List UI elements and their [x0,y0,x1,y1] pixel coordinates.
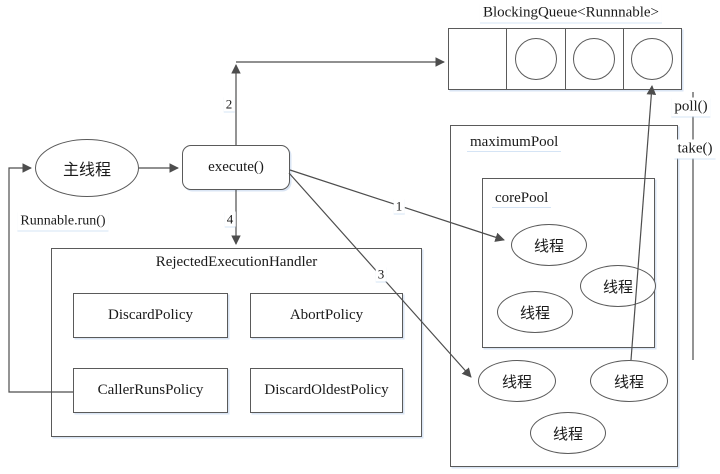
core-thread-ellipse: 线程 [511,224,587,266]
thread-label: 线程 [501,374,532,391]
edge-label-4: 4 [224,211,236,227]
extra-thread-ellipse: 线程 [530,412,606,454]
queue-cell [566,29,624,89]
thread-label: 线程 [519,305,550,322]
thread-label: 线程 [533,238,564,255]
abort-policy-box: AbortPolicy [250,293,403,338]
caller-runs-policy-box: CallerRunsPolicy [73,368,228,413]
main-thread-ellipse: 主线程 [35,139,139,197]
thread-label: 线程 [613,374,644,391]
maximum-pool-label: maximumPool [467,134,562,151]
discard-oldest-policy-box: DiscardOldestPolicy [250,368,403,413]
thread-label: 线程 [602,279,633,296]
core-pool-label: corePool [492,190,552,207]
runnable-run-label: Runnable.run() [17,211,109,231]
queue-task-circle [631,38,674,80]
discard-oldest-policy-label: DiscardOldestPolicy [264,382,389,398]
edge-label-3: 3 [375,266,387,282]
caller-runs-policy-label: CallerRunsPolicy [97,382,204,398]
execute-node: execute() [182,145,290,190]
poll-label: poll() [671,97,711,117]
blocking-queue-title: BlockingQueue<Runnnable> [479,3,663,23]
queue-task-circle [573,38,616,80]
queue-cell-empty [449,29,508,89]
discard-policy-label: DiscardPolicy [108,307,193,323]
thread-label: 线程 [552,426,583,443]
take-label: take() [674,139,716,159]
queue-cell [624,29,681,89]
queue-cell [507,29,566,89]
execute-label: execute() [208,159,264,175]
discard-policy-box: DiscardPolicy [73,293,228,338]
edge-label-1: 1 [393,198,405,214]
extra-thread-ellipse: 线程 [478,360,556,402]
edge-label-2: 2 [223,96,235,112]
core-thread-ellipse: 线程 [580,265,656,307]
main-thread-label: 主线程 [62,162,111,179]
extra-thread-ellipse: 线程 [590,360,668,402]
blocking-queue-box [448,28,682,90]
queue-task-circle [514,38,557,80]
rejected-execution-handler-title: RejectedExecutionHandler [155,254,318,270]
core-thread-ellipse: 线程 [497,291,573,333]
abort-policy-label: AbortPolicy [289,307,364,323]
